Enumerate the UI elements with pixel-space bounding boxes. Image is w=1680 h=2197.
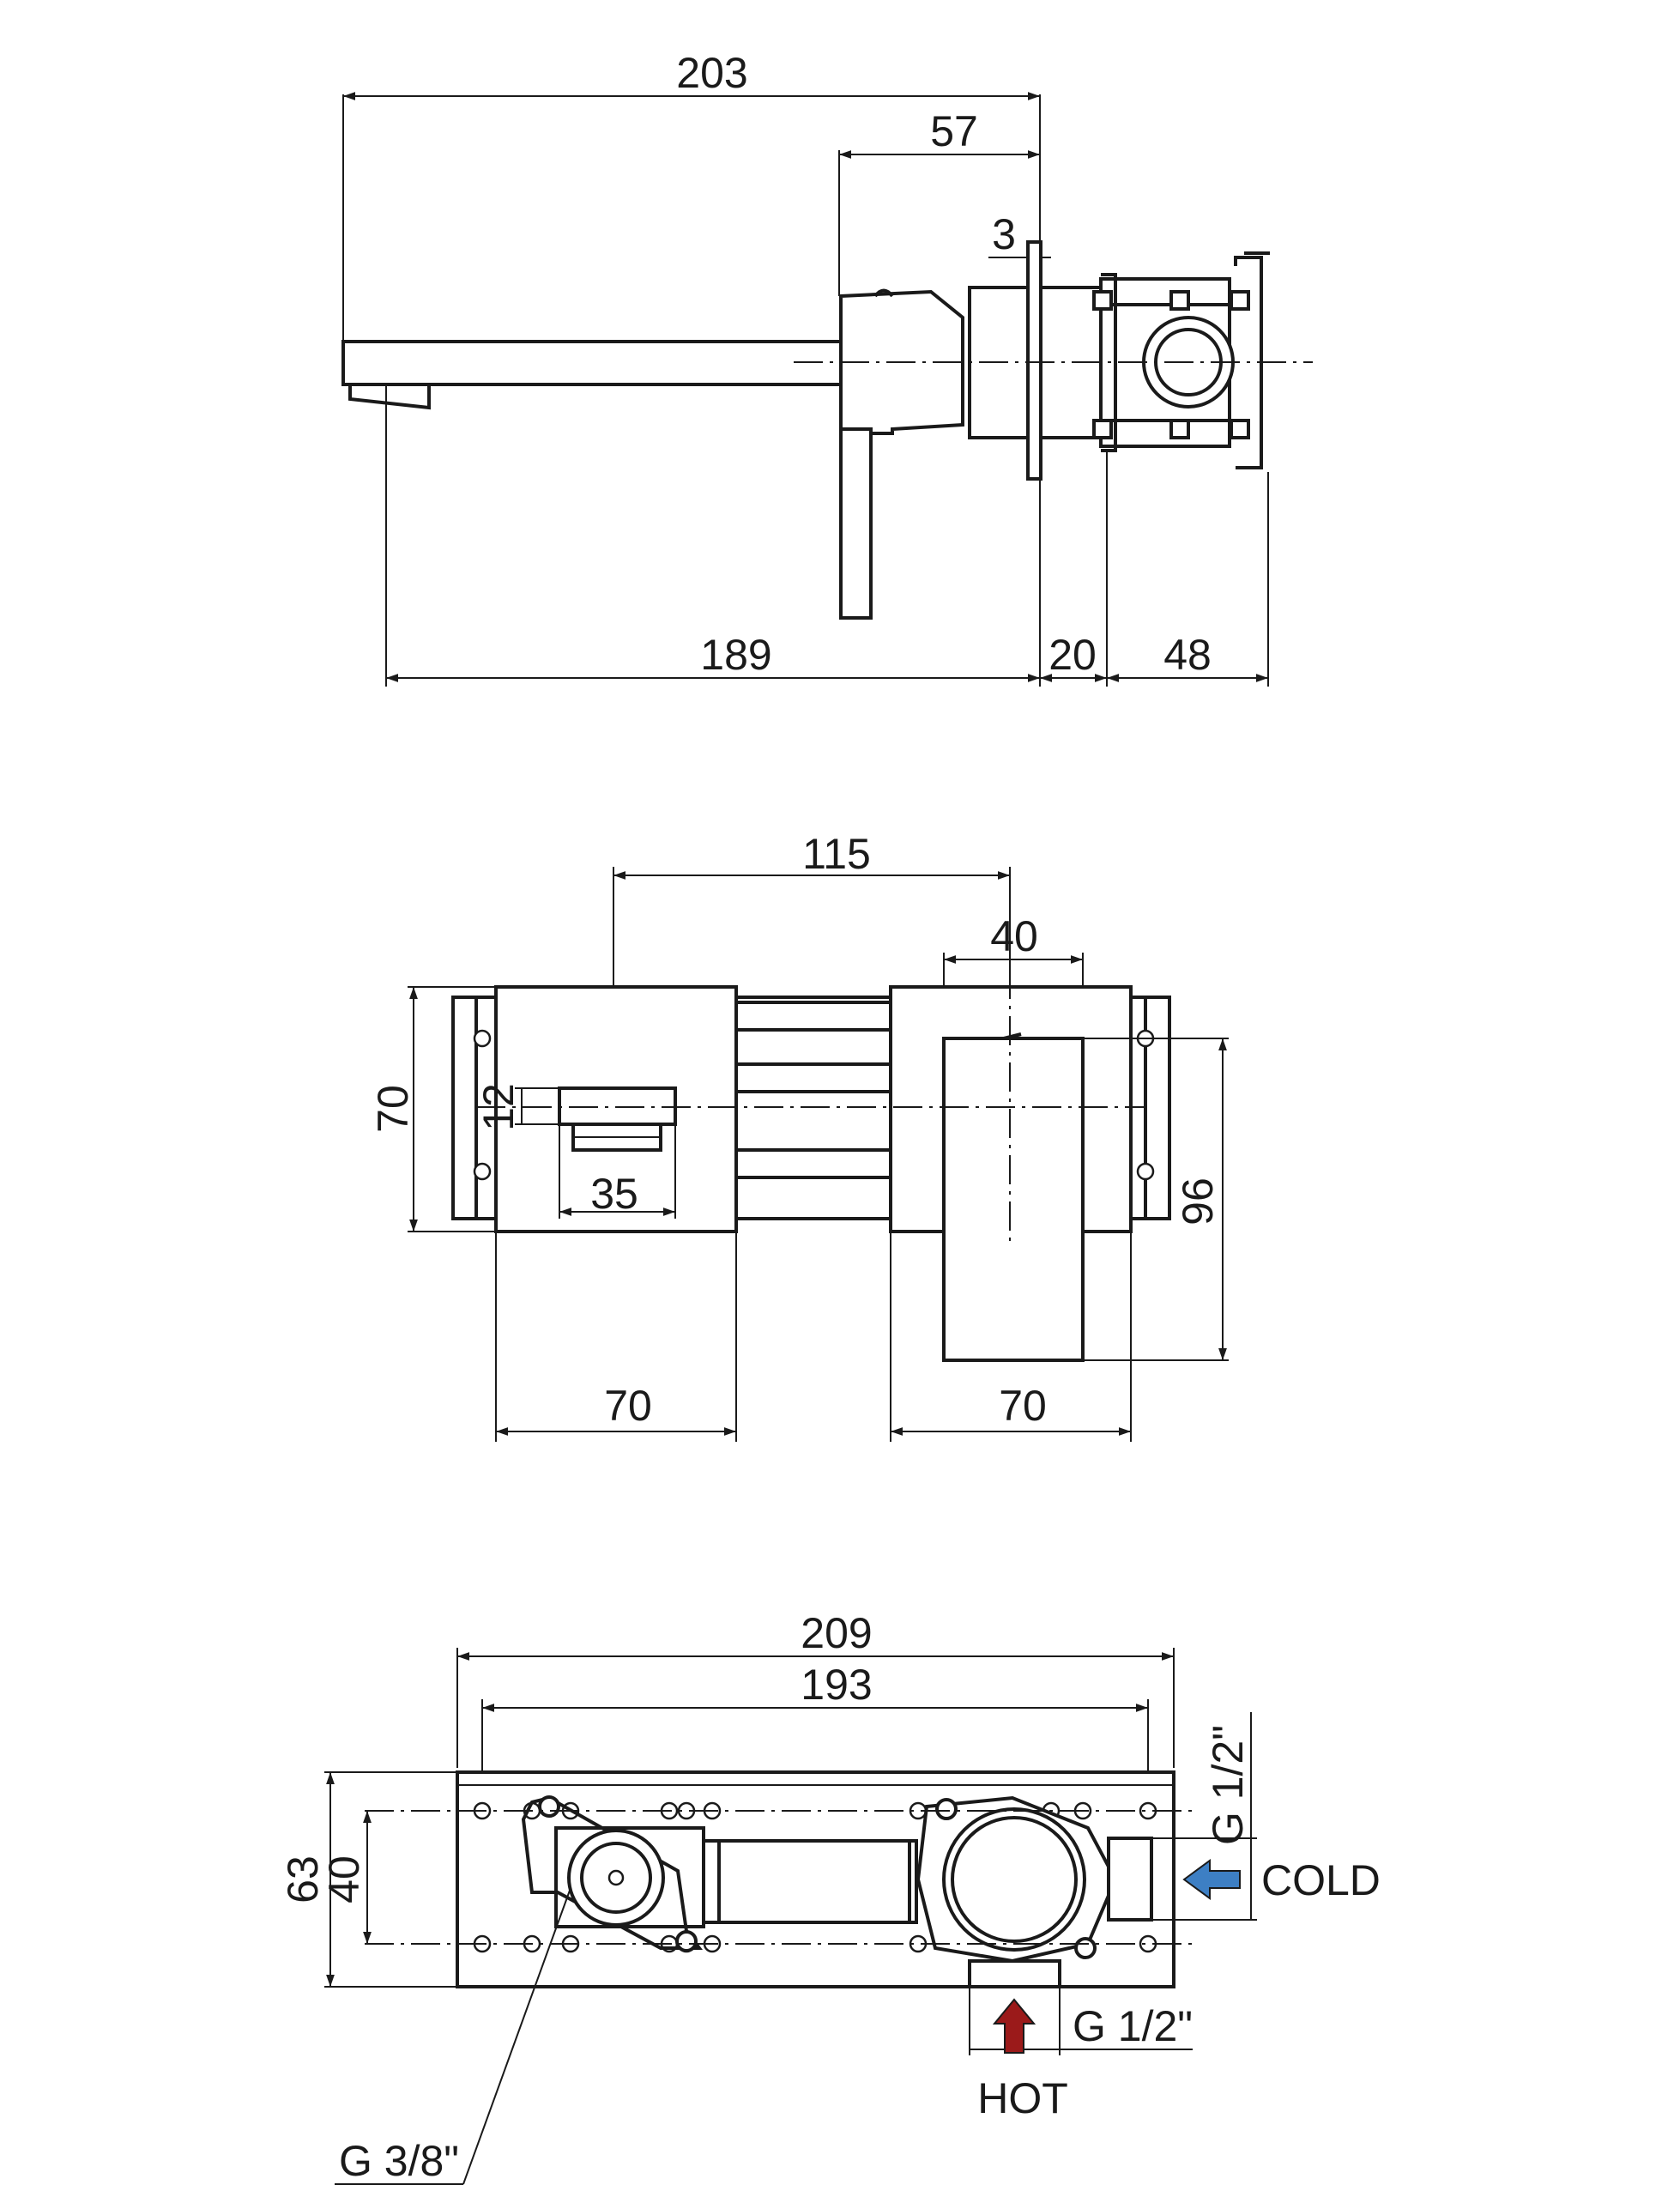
dim-plate-height: 70 <box>369 1085 417 1133</box>
handle-notch <box>1003 1032 1022 1040</box>
dim-depth: 63 <box>279 1855 327 1903</box>
dim-hole-depth: 40 <box>320 1855 368 1903</box>
dim-spout: 189 <box>700 631 771 679</box>
lever-knob <box>873 288 894 298</box>
spout-front <box>558 1086 677 1126</box>
wall-plate <box>1026 240 1042 481</box>
box-bracket-left <box>1101 273 1117 452</box>
rail-bar <box>728 1001 903 1032</box>
clamp-screw <box>538 1795 560 1818</box>
box-screws <box>1092 290 1250 439</box>
outlet-leader <box>462 1887 571 2185</box>
dim-plate: 3 <box>992 210 1016 258</box>
outlet-thread-label: G 3/8" <box>339 2137 459 2185</box>
valve-cartridge-inner <box>951 1816 1078 1943</box>
rail-bar <box>728 1062 903 1093</box>
dim-handle-height: 96 <box>1174 1177 1222 1226</box>
clamp-screw <box>675 1930 698 1952</box>
dim-outlet-height: 12 <box>474 1083 523 1131</box>
dim-centers: 115 <box>802 830 871 878</box>
dim-overall: 203 <box>676 49 747 97</box>
mixer-handle <box>942 1037 1085 1362</box>
cold-thread-label: G 1/2" <box>1204 1725 1252 1845</box>
hot-label: HOT <box>977 2074 1068 2122</box>
valve-screw <box>935 1798 958 1820</box>
dim-left-plate-width: 70 <box>604 1382 652 1430</box>
dim-body-depth: 57 <box>930 107 978 155</box>
dim-outlet-width: 35 <box>590 1170 638 1218</box>
dim-handle-width: 40 <box>990 912 1038 960</box>
box-bracket-right <box>1234 256 1263 469</box>
dim-hole-spacing: 193 <box>801 1661 872 1709</box>
lever <box>839 427 873 620</box>
spout <box>341 340 843 386</box>
connecting-pipe <box>700 1839 918 1924</box>
hot-thread-label: G 1/2" <box>1073 2002 1193 2050</box>
cold-inlet-stub <box>1107 1837 1153 1922</box>
front-view: 115 40 70 <box>369 830 1229 1442</box>
hot-inlet-stub <box>968 1959 1061 1988</box>
side-view: 203 57 3 <box>341 49 1313 687</box>
dim-right-plate-width: 70 <box>999 1382 1047 1430</box>
top-view: 209 193 <box>279 1609 1381 2185</box>
spout-outlet <box>348 384 431 410</box>
dim-wall: 20 <box>1048 631 1097 679</box>
cold-label: COLD <box>1261 1856 1381 1904</box>
dim-box: 48 <box>1163 631 1212 679</box>
rail-bar <box>728 1148 903 1179</box>
dim-overall-width: 209 <box>801 1609 872 1657</box>
hot-arrow-icon <box>992 1998 1036 2054</box>
outlet-port-centre <box>607 1869 625 1886</box>
valve-screw <box>1074 1937 1097 1959</box>
cold-arrow-icon <box>1182 1859 1241 1900</box>
